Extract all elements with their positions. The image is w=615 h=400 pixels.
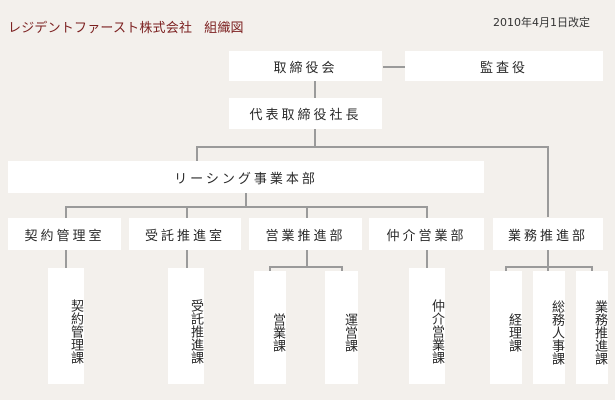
connector-gyomu-3 xyxy=(591,266,593,271)
connector-dept-1 xyxy=(65,206,67,218)
connector-dept-3 xyxy=(306,206,308,218)
section-unei-box: 運営課 xyxy=(325,271,358,384)
connector-eigyo-down xyxy=(306,250,308,267)
dept-eigyo-box: 営業推進部 xyxy=(249,218,362,250)
section-somu-box: 総務人事課 xyxy=(533,271,565,384)
connector-dept-4 xyxy=(426,206,428,218)
dept-jutaku-box: 受託推進室 xyxy=(129,218,241,250)
section-chukai-box: 仲介営業課 xyxy=(409,268,445,384)
section-keiri-box: 経理課 xyxy=(490,271,522,384)
connector-dept-bar xyxy=(65,206,428,208)
connector-to-gyomu xyxy=(547,146,549,217)
connector-keiyaku-sec xyxy=(65,250,67,268)
dept-chukai-box: 仲介営業部 xyxy=(369,218,484,250)
connector-to-division xyxy=(196,146,198,161)
connector-gyomu-down xyxy=(547,250,549,267)
connector-division-down xyxy=(245,193,247,207)
ceo-box: 代表取締役社長 xyxy=(229,98,382,129)
section-keiyaku-box: 契約管理課 xyxy=(48,268,84,384)
section-jutaku-box: 受託推進課 xyxy=(168,268,204,384)
connector-eigyo-1 xyxy=(269,266,271,271)
page-title: レジデントファースト株式会社組織図 xyxy=(8,17,244,36)
connector-eigyo-2 xyxy=(341,266,343,271)
connector-gyomu-bar xyxy=(505,266,593,268)
connector-chukai-sec xyxy=(426,250,428,268)
connector-eigyo-bar xyxy=(269,266,343,268)
chart-title: 組織図 xyxy=(204,21,244,36)
auditor-box: 監査役 xyxy=(405,51,603,81)
connector-dept-2 xyxy=(186,206,188,218)
connector-ceo-down xyxy=(314,129,316,147)
connector-gyomu-2 xyxy=(547,266,549,271)
connector-board-auditor xyxy=(383,66,405,68)
company-name: レジデントファースト株式会社 xyxy=(8,21,193,36)
board-box: 取締役会 xyxy=(229,51,382,81)
connector-hbar-top xyxy=(196,146,549,148)
connector-jutaku-sec xyxy=(186,250,188,268)
dept-keiyaku-box: 契約管理室 xyxy=(8,218,121,250)
revision-date: 2010年4月1日改定 xyxy=(493,16,590,29)
division-box: リーシング事業本部 xyxy=(8,161,484,193)
section-gyomu-box: 業務推進課 xyxy=(576,271,608,384)
connector-board-ceo xyxy=(314,81,316,98)
dept-gyomu-box: 業務推進部 xyxy=(493,218,603,250)
section-eigyo-box: 営業課 xyxy=(254,271,286,384)
connector-gyomu-1 xyxy=(505,266,507,271)
